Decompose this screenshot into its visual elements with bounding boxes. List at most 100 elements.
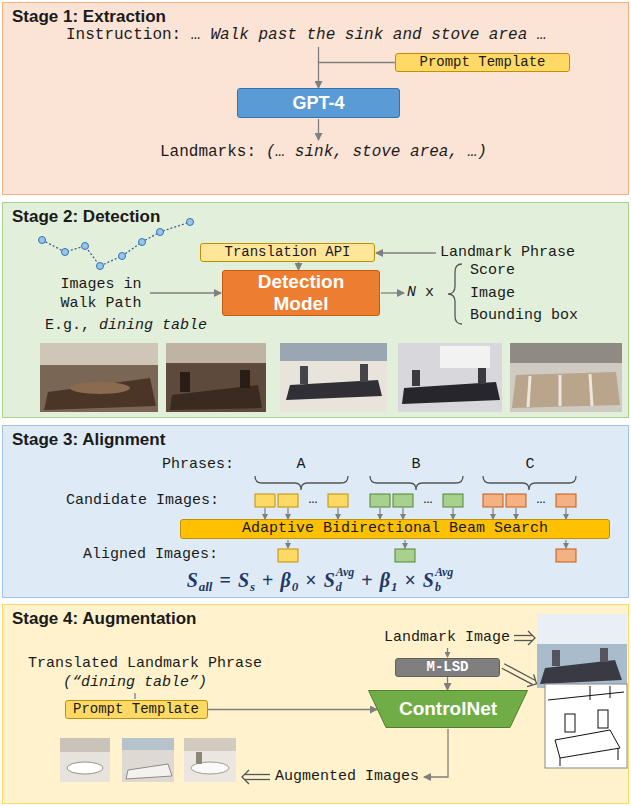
label: Image <box>470 285 515 303</box>
model-trapezoid: ControlNet <box>368 690 528 728</box>
candidate-image <box>443 494 463 507</box>
augmented-image <box>126 764 172 779</box>
photo <box>510 343 622 412</box>
label: x <box>425 284 434 302</box>
flow-line <box>134 693 135 699</box>
double-arrow <box>500 660 540 690</box>
photo <box>180 372 190 392</box>
photo <box>510 343 622 363</box>
line-drawing <box>598 710 608 728</box>
flow-line <box>150 292 221 293</box>
model-box: Detection Model <box>222 270 380 316</box>
label: Score <box>470 262 515 280</box>
candidate-image <box>255 494 275 507</box>
label: Landmarks: <box>160 143 256 161</box>
photo <box>40 343 158 365</box>
prompt-box: Prompt Template <box>65 700 208 719</box>
flow-line <box>265 508 566 548</box>
label: … <box>536 491 545 509</box>
candidate-image <box>556 494 576 507</box>
landmark-photo <box>600 648 608 662</box>
label: A <box>296 456 305 474</box>
photo <box>280 343 387 412</box>
bracket <box>448 264 462 324</box>
formula-symbol: = <box>219 567 230 593</box>
label: E.g., <box>45 317 90 335</box>
label: … <box>308 491 317 509</box>
photo <box>412 370 420 386</box>
script-stack: dAvg <box>336 566 354 594</box>
formula-symbol: + <box>361 567 372 593</box>
flow-line <box>447 648 448 657</box>
flow-line <box>381 292 404 293</box>
landmark-photo <box>537 614 627 688</box>
formula-symbol: s <box>250 580 255 594</box>
aligned-image <box>395 549 415 562</box>
box-label: Prompt Template <box>419 54 545 70</box>
line-drawing <box>548 686 624 766</box>
double-arrow <box>245 779 270 780</box>
augmented-image <box>60 738 110 782</box>
candidate-image <box>393 494 413 507</box>
trapezoid-outline <box>369 691 528 728</box>
search-bar: Adaptive Bidirectional Beam Search <box>180 519 610 539</box>
flow-line <box>264 508 265 519</box>
photo <box>398 343 502 412</box>
formula-symbol: S <box>324 567 335 593</box>
candidate-image <box>483 494 503 507</box>
brace <box>483 476 576 490</box>
photo <box>590 374 592 406</box>
formula-symbol: all <box>199 580 213 594</box>
walk-path <box>157 229 164 236</box>
label: Images in Walk Path <box>55 275 147 313</box>
connector <box>447 677 448 691</box>
line-drawing <box>560 758 561 766</box>
photo <box>40 343 158 412</box>
formula-symbol: Avg <box>336 566 354 579</box>
model-box: GPT-4 <box>237 88 400 118</box>
box-label: M-LSD <box>426 659 468 675</box>
photo <box>300 366 308 384</box>
formula-symbol: + <box>262 567 273 593</box>
line-drawing <box>555 730 620 758</box>
photo <box>40 343 158 412</box>
landmark-photo <box>552 650 560 666</box>
aligned-image <box>278 549 576 562</box>
formula-symbol: × <box>404 567 415 593</box>
label: Augmented Images <box>275 768 419 786</box>
landmark-photo <box>537 614 627 644</box>
flow-line <box>515 508 516 519</box>
photo <box>512 372 620 408</box>
walk-path <box>39 219 194 270</box>
photo <box>398 343 502 412</box>
augmented-image <box>122 738 174 750</box>
photo <box>510 343 622 412</box>
connector <box>208 709 378 710</box>
augmented-image <box>67 762 103 774</box>
prompt-box: Prompt Template <box>395 53 570 72</box>
flow-line <box>565 508 566 519</box>
photo <box>559 375 562 406</box>
walk-path <box>39 219 194 270</box>
photo <box>70 382 130 394</box>
flow-line <box>287 540 288 548</box>
box-label: Prompt Template <box>73 701 199 717</box>
flow-line <box>492 508 493 519</box>
double-arrow <box>502 668 533 684</box>
double-arrow <box>514 635 532 636</box>
augmented-image <box>196 752 202 764</box>
photo <box>478 368 486 384</box>
double-arrow <box>242 631 540 784</box>
double-arrow <box>242 770 270 784</box>
photo <box>166 343 266 363</box>
label: Aligned Images: <box>83 546 218 564</box>
stage-title: Stage 2: Detection <box>12 207 160 227</box>
photo <box>166 343 266 412</box>
aligned-image <box>278 549 298 562</box>
label: (“dining table”) <box>63 674 207 692</box>
line-drawing <box>565 714 575 732</box>
brace <box>255 476 348 490</box>
landmark-photo <box>537 614 627 688</box>
box-label: Detection Model <box>231 271 371 315</box>
